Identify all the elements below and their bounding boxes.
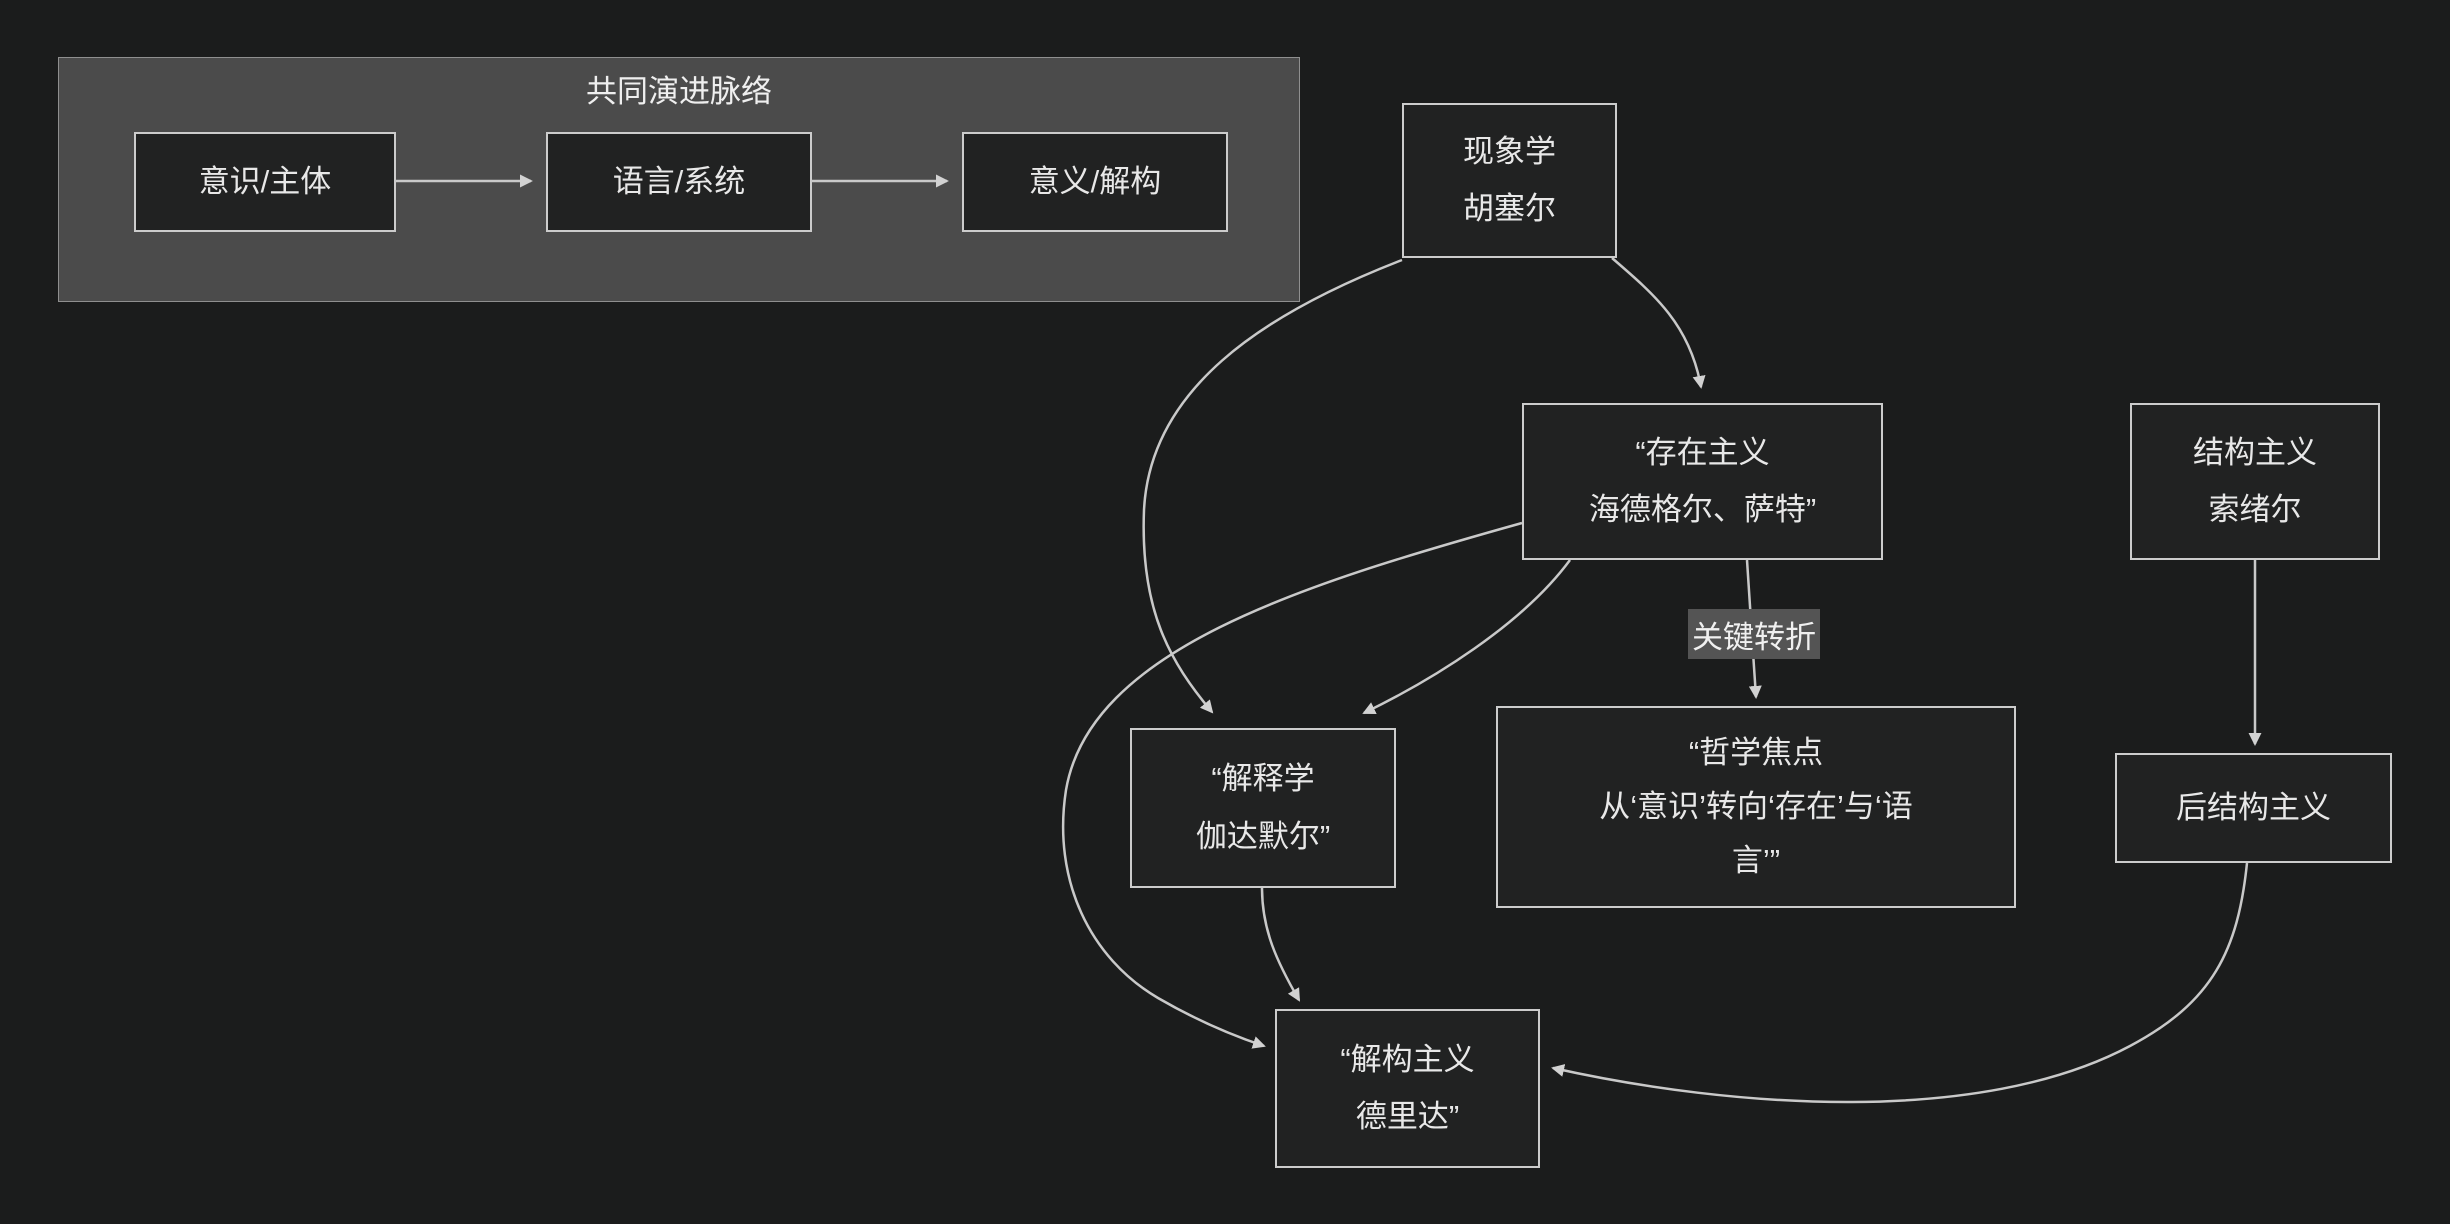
node-structuralism-saussure: 结构主义 索绪尔 — [2130, 403, 2380, 560]
node-line: 伽达默尔” — [1195, 818, 1331, 854]
node-line: “解释学 — [1211, 761, 1315, 797]
node-line: “哲学焦点 — [1688, 734, 1824, 770]
node-philosophy-focus: “哲学焦点 从‘意识’转向‘存在’与‘语 言’” — [1496, 706, 2016, 908]
cluster-title: 共同演进脉络 — [586, 74, 772, 109]
node-label: 意义/解构 — [1028, 163, 1162, 199]
node-line: “存在主义 — [1635, 434, 1770, 470]
node-line: 索绪尔 — [2208, 492, 2302, 527]
node-label: 语言/系统 — [612, 163, 746, 199]
cluster-common-evolution: 共同演进脉络 意识/主体 语言/系统 意义/解构 — [58, 57, 1300, 302]
node-line: 胡塞尔 — [1463, 191, 1556, 226]
node-hermeneutics-gadamer: “解释学 伽达默尔” — [1130, 728, 1396, 888]
edge-existentialism-to-hermeneutics — [1362, 559, 1572, 715]
edge-phenomenology-to-hermeneutics — [1142, 258, 1403, 714]
edge-poststructuralism-to-deconstruction — [1551, 862, 2249, 1104]
node-phenomenology-husserl: 现象学 胡塞尔 — [1402, 103, 1617, 258]
node-line: 结构主义 — [2193, 434, 2317, 470]
node-existentialism-heidegger-sartre: “存在主义 海德格尔、萨特” — [1522, 403, 1883, 560]
node-consciousness-subject: 意识/主体 — [134, 132, 396, 232]
node-post-structuralism: 后结构主义 — [2115, 753, 2392, 863]
node-line: 德里达” — [1355, 1099, 1460, 1134]
node-line: 现象学 — [1463, 133, 1556, 169]
edge-label-key-turning-point: 关键转折 — [1688, 609, 1820, 659]
node-line: 言’” — [1731, 843, 1781, 879]
node-line: 从‘意识’转向‘存在’与‘语 — [1599, 788, 1913, 824]
edge-phenomenology-to-existentialism — [1611, 257, 1706, 389]
node-language-system: 语言/系统 — [546, 132, 812, 232]
node-line: “解构主义 — [1340, 1041, 1475, 1077]
node-line: 海德格尔、萨特” — [1588, 492, 1817, 527]
node-deconstruction-derrida: “解构主义 德里达” — [1275, 1009, 1540, 1168]
node-label: 意识/主体 — [198, 163, 332, 199]
node-meaning-deconstruction: 意义/解构 — [962, 132, 1228, 232]
node-line: 后结构主义 — [2176, 789, 2331, 825]
edge-existentialism-to-deconstruction — [1061, 521, 1523, 1049]
edge-hermeneutics-to-deconstruction — [1260, 887, 1301, 1002]
